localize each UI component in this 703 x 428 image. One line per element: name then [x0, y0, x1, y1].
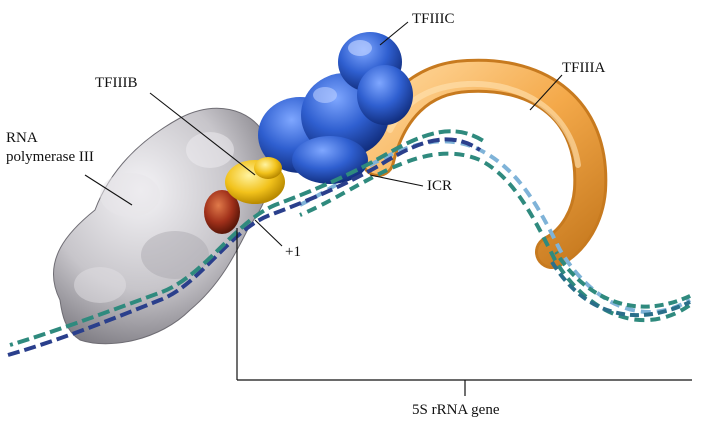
leader-rnap [84, 174, 133, 206]
label-rna-line1: RNA [6, 130, 38, 146]
label-rna-line2: polymerase III [6, 149, 94, 165]
dna-icr-segment [299, 139, 692, 323]
leader-lines [84, 21, 563, 247]
tfiiic-protein [258, 32, 413, 184]
leader-tfiiic [379, 21, 409, 46]
label-5s-rrna-gene: 5S rRNA gene [412, 402, 500, 418]
label-tfiiia: TFIIIA [562, 60, 606, 76]
label-icr: ICR [427, 178, 453, 194]
dna-helix [7, 129, 693, 357]
gene-bracket [236, 228, 692, 396]
leader-tfiiia [529, 74, 563, 111]
leader-tfiiib [149, 92, 256, 176]
rna-polymerase-iii [53, 107, 273, 345]
tfiiib-protein [204, 157, 285, 234]
leader-plus1 [254, 219, 283, 247]
label-rna-polymerase-iii: RNA polymerase III [6, 129, 94, 167]
label-plus-one: +1 [285, 244, 301, 260]
label-tfiiib: TFIIIB [95, 75, 138, 91]
label-tfiiic: TFIIIC [412, 11, 455, 27]
leader-icr [369, 174, 424, 187]
